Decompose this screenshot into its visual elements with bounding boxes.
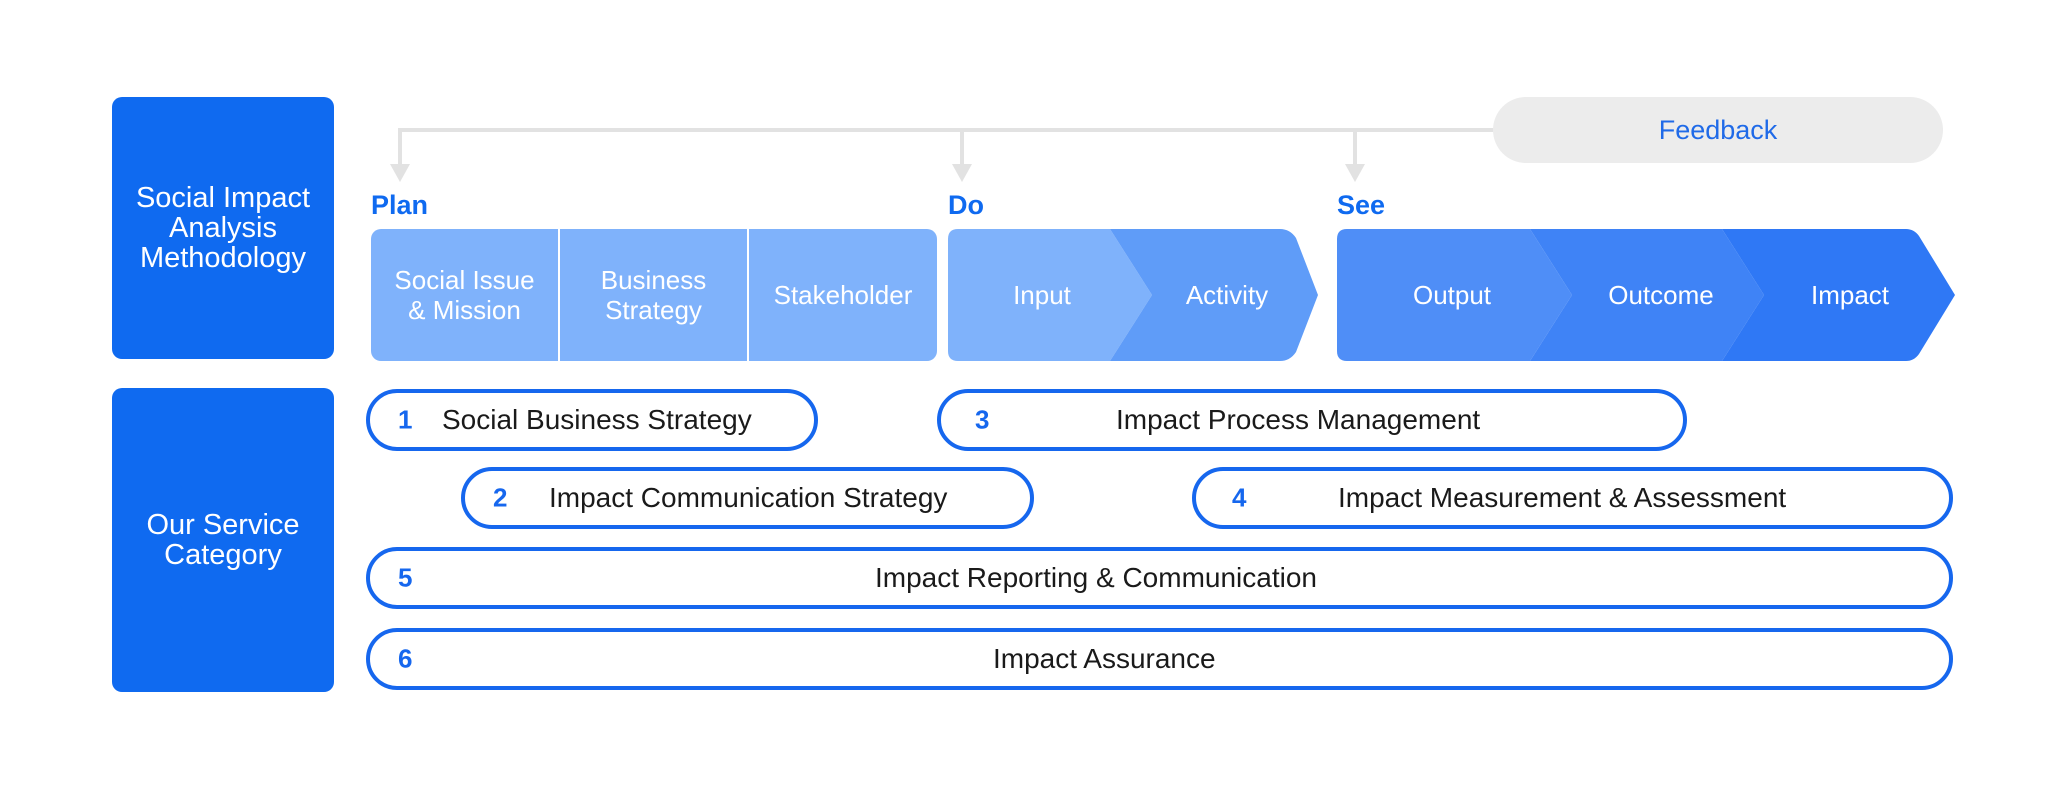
arrow-down-icon bbox=[952, 164, 972, 182]
service-6-pill: 6 Impact Assurance bbox=[366, 628, 1953, 690]
feedback-pill: Feedback bbox=[1493, 97, 1943, 163]
service-6-label: Impact Assurance bbox=[993, 643, 1216, 674]
plan-step-stakeholder: Stakeholder bbox=[749, 229, 937, 361]
phase-label-do: Do bbox=[948, 190, 984, 220]
service-5-label: Impact Reporting & Communication bbox=[875, 562, 1317, 593]
see-step-impact-shape bbox=[1722, 229, 1955, 361]
phase-label-see: See bbox=[1337, 190, 1386, 220]
service-3-number: 3 bbox=[975, 404, 990, 435]
methodology-box: Social Impact Analysis Methodology bbox=[112, 97, 334, 359]
see-step-impact: Impact bbox=[1811, 280, 1890, 310]
service-5-number: 5 bbox=[398, 562, 413, 593]
service-1-pill: 1 Social Business Strategy bbox=[366, 389, 818, 451]
service-1-number: 1 bbox=[398, 404, 413, 435]
plan-step-business-strategy: Business Strategy bbox=[560, 229, 747, 361]
service-1-label: Social Business Strategy bbox=[442, 404, 752, 435]
service-2-label: Impact Communication Strategy bbox=[549, 482, 948, 513]
arrow-down-icon bbox=[1345, 164, 1365, 182]
see-step-output: Output bbox=[1413, 280, 1492, 310]
do-step-activity: Activity bbox=[1186, 280, 1268, 310]
service-3-pill: 3 Impact Process Management bbox=[937, 389, 1687, 451]
arrow-down-icon bbox=[390, 164, 410, 182]
do-step-activity-shape bbox=[1110, 229, 1318, 361]
service-2-pill: 2 Impact Communication Strategy bbox=[461, 467, 1034, 529]
service-6-number: 6 bbox=[398, 643, 413, 674]
service-4-label: Impact Measurement & Assessment bbox=[1338, 482, 1787, 513]
service-4-pill: 4 Impact Measurement & Assessment bbox=[1192, 467, 1953, 529]
see-step-outcome-shape bbox=[1530, 229, 1764, 361]
see-step-outcome: Outcome bbox=[1608, 280, 1714, 310]
see-step-output-shape bbox=[1337, 229, 1572, 361]
plan-step-social-issue: Social Issue & Mission bbox=[371, 229, 558, 361]
service-3-label: Impact Process Management bbox=[1116, 404, 1481, 435]
phase-label-plan: Plan bbox=[371, 190, 429, 220]
service-4-number: 4 bbox=[1232, 482, 1247, 513]
service-category-box: Our Service Category bbox=[112, 388, 334, 692]
do-step-input: Input bbox=[1013, 280, 1072, 310]
do-step-input-shape bbox=[948, 229, 1152, 361]
service-2-number: 2 bbox=[493, 482, 508, 513]
service-5-pill: 5 Impact Reporting & Communication bbox=[366, 547, 1953, 609]
